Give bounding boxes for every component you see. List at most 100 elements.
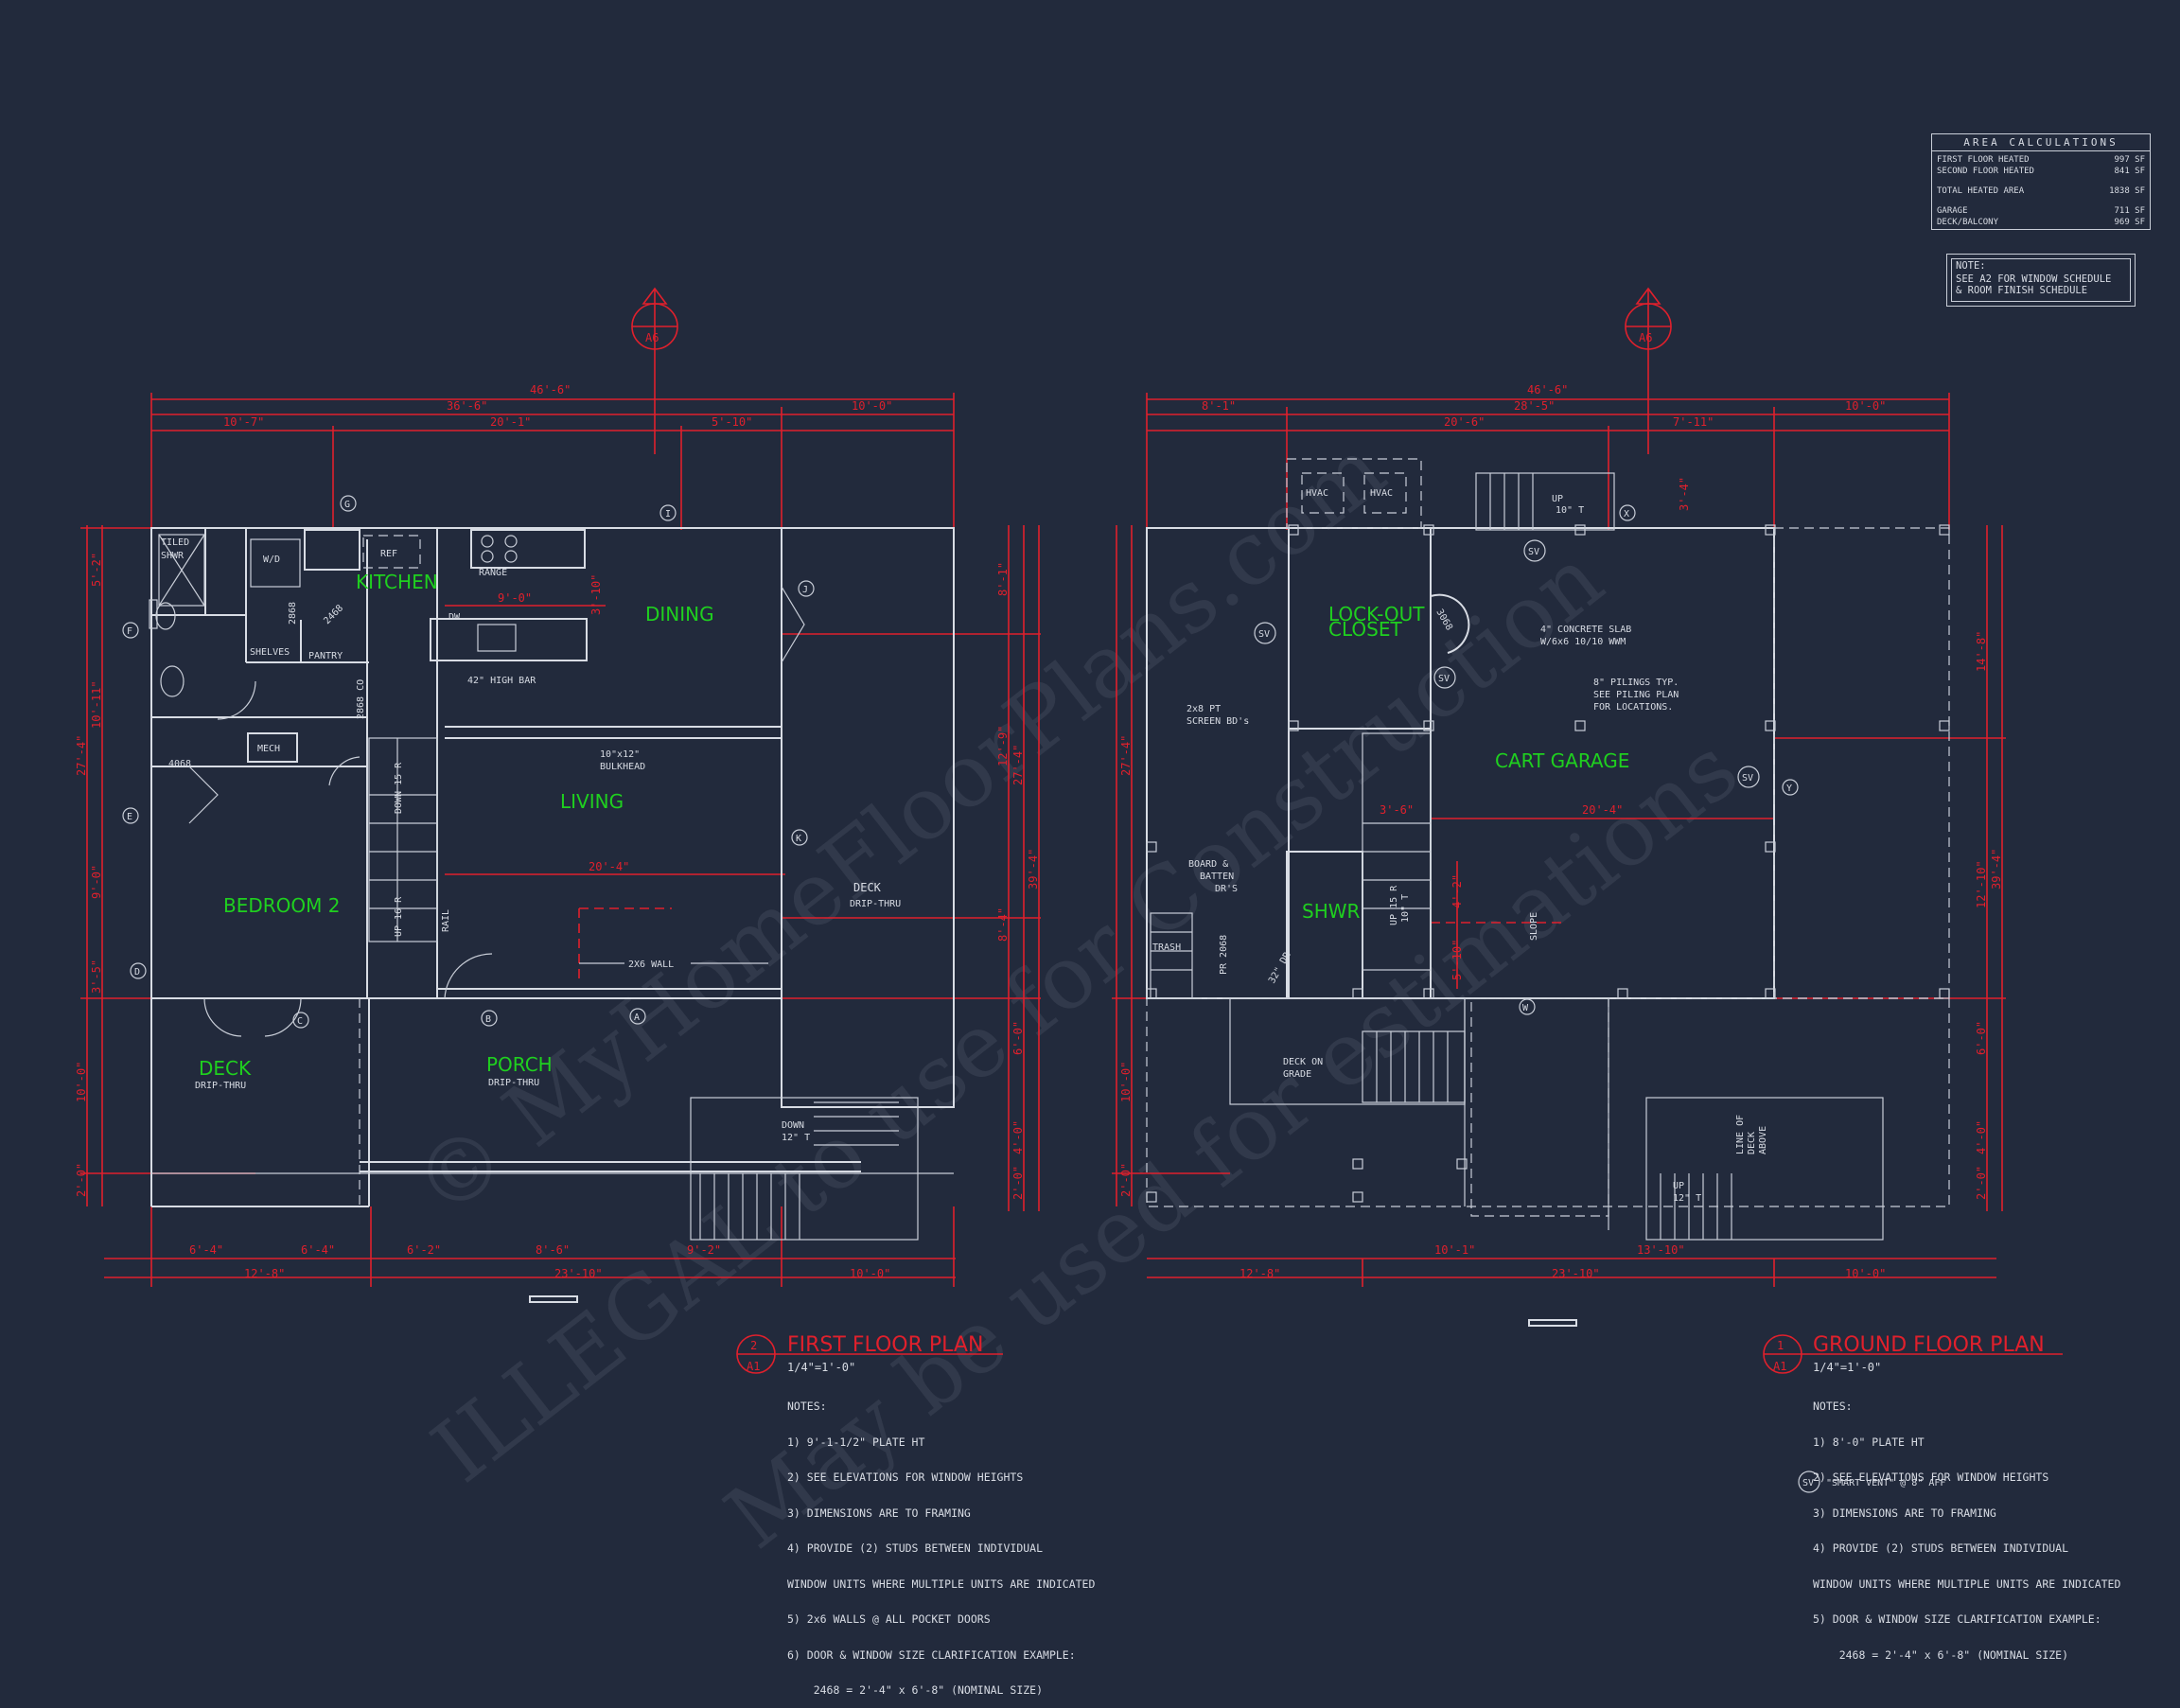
smart-vent-marker: SV bbox=[1258, 629, 1270, 640]
area-row-value: 969 SF bbox=[2114, 218, 2145, 227]
stair-up-label: UP 15 R bbox=[1389, 885, 1399, 925]
dim: 4'-0" bbox=[1975, 1120, 1988, 1154]
drawing-sheet: © MyHomeFloorPlans.com ILLEGAL to use fo… bbox=[75, 133, 2151, 1696]
ground-floor-walls bbox=[1146, 458, 1950, 1327]
door-2468: 2468 bbox=[322, 603, 345, 626]
note-line: 2468 = 2'-4" x 6'-8" (NOMINAL SIZE) bbox=[787, 1683, 1044, 1697]
area-row-label: FIRST FLOOR HEATED bbox=[1937, 155, 2030, 165]
note-line: WINDOW UNITS WHERE MULTIPLE UNITS ARE IN… bbox=[1813, 1576, 2121, 1591]
note-line: 1) 8'-0" PLATE HT bbox=[1813, 1435, 1925, 1449]
tiled-label: TILED bbox=[161, 537, 189, 548]
room-kitchen: KITCHEN bbox=[356, 571, 438, 593]
area-row-value: 997 SF bbox=[2114, 155, 2145, 165]
dim: 39'-4" bbox=[1027, 849, 1040, 889]
drip-thru-label: DRIP-THRU bbox=[195, 1081, 246, 1091]
dim: 6'-4" bbox=[189, 1243, 223, 1257]
note-line: WINDOW UNITS WHERE MULTIPLE UNITS ARE IN… bbox=[787, 1576, 1096, 1591]
porch-stair-treads bbox=[699, 1101, 899, 1240]
marker-label: B bbox=[485, 1014, 491, 1025]
room-shwr: SHWR bbox=[1302, 900, 1361, 923]
screen-note: SCREEN BD's bbox=[1187, 716, 1249, 727]
room-deck-right: DECK bbox=[853, 881, 882, 894]
mech-label: MECH bbox=[257, 744, 280, 754]
piling-note: FOR LOCATIONS. bbox=[1593, 702, 1673, 713]
marker-label: I bbox=[665, 509, 671, 519]
dim: 12'-8" bbox=[244, 1267, 285, 1280]
pantry-label: PANTRY bbox=[308, 651, 343, 661]
area-row-label: TOTAL HEATED AREA bbox=[1937, 186, 2025, 196]
smart-vent-marker: SV bbox=[1438, 674, 1450, 684]
room-deck-left: DECK bbox=[199, 1057, 252, 1080]
marker-label: W bbox=[1522, 1003, 1529, 1013]
dim: 2'-0" bbox=[1011, 1166, 1025, 1200]
note-line: 5) 2x6 WALLS @ ALL POCKET DOORS bbox=[787, 1612, 991, 1626]
ground-floor-notes: NOTES: 1) 8'-0" PLATE HT 2) SEE ELEVATIO… bbox=[1813, 1377, 2120, 1673]
note-line: 4) PROVIDE (2) STUDS BETWEEN INDIVIDUAL bbox=[1813, 1541, 2069, 1555]
dim: 3'-10" bbox=[589, 574, 603, 615]
up-label: UP bbox=[1673, 1181, 1684, 1191]
note-line: 4) PROVIDE (2) STUDS BETWEEN INDIVIDUAL bbox=[787, 1541, 1044, 1555]
up-label: UP bbox=[1552, 494, 1563, 504]
shwr-label: SHWR bbox=[161, 551, 185, 561]
dw-label: DW bbox=[448, 612, 461, 623]
room-bedroom-2: BEDROOM 2 bbox=[223, 894, 340, 917]
piling-note: SEE PILING PLAN bbox=[1593, 690, 1679, 700]
sheet-note-line: NOTE: bbox=[1956, 260, 1986, 272]
batten-note: BOARD & bbox=[1188, 859, 1228, 870]
dim: 3'-6" bbox=[1380, 803, 1414, 817]
tread-label: 12" T bbox=[1673, 1193, 1701, 1204]
screen-note: 2x8 PT bbox=[1187, 704, 1221, 714]
dim: 20'-1" bbox=[490, 415, 531, 429]
plan-title: FIRST FLOOR PLAN bbox=[787, 1333, 983, 1357]
dim: 8'-6" bbox=[536, 1243, 570, 1257]
tread-label: 12" T bbox=[782, 1133, 810, 1143]
dim: 20'-4" bbox=[589, 860, 629, 873]
plan-number: 2 bbox=[750, 1339, 757, 1352]
slab-mesh: W/6x6 10/10 WWM bbox=[1540, 637, 1626, 647]
dim: 8'-1" bbox=[1202, 399, 1236, 413]
marker-label: G bbox=[344, 500, 350, 510]
sheet-note-line: & ROOM FINISH SCHEDULE bbox=[1956, 285, 2088, 296]
dim: 39'-4" bbox=[1990, 849, 2003, 889]
slope-label: SLOPE bbox=[1529, 912, 1539, 941]
smart-vent-legend-symbol: SV bbox=[1802, 1478, 1814, 1488]
down-label: DOWN bbox=[782, 1120, 804, 1131]
dim: 2'-0" bbox=[1975, 1166, 1988, 1200]
note-line: 2) SEE ELEVATIONS FOR WINDOW HEIGHTS bbox=[787, 1470, 1024, 1484]
ground-floor-plan: 46'-6" 8'-1" 28'-5" 10'-0" 20'-6" 7'-11"… bbox=[1112, 383, 2063, 1493]
smart-vent-legend: "SMART VENT" @ 8" AFF bbox=[1826, 1478, 1945, 1488]
plan-scale: 1/4"=1'-0" bbox=[787, 1361, 855, 1374]
area-row-label: DECK/BALCONY bbox=[1937, 218, 1999, 227]
dim: 3'-5" bbox=[90, 960, 103, 994]
dim: 20'-4" bbox=[1582, 803, 1623, 817]
rail-label: RAIL bbox=[441, 909, 451, 932]
batten-note: BATTEN bbox=[1200, 872, 1234, 882]
dim: 3'-4" bbox=[1678, 477, 1691, 511]
note-line: 3) DIMENSIONS ARE TO FRAMING bbox=[1813, 1506, 1996, 1520]
dim: 5'-2" bbox=[90, 553, 103, 587]
smart-vent-marker: SV bbox=[1528, 547, 1539, 557]
piling-note: 8" PILINGS TYP. bbox=[1593, 678, 1679, 688]
dim: 10'-11" bbox=[90, 680, 103, 729]
dim: 2'-0" bbox=[75, 1163, 88, 1197]
dim: 12'-10" bbox=[1975, 860, 1988, 908]
shelves-label: SHELVES bbox=[250, 647, 290, 658]
area-row-value: 711 SF bbox=[2114, 206, 2145, 216]
sheet-note-line: SEE A2 FOR WINDOW SCHEDULE bbox=[1956, 273, 2112, 285]
first-floor-markers: G I J F E D C B A K bbox=[122, 495, 815, 1029]
tread-label: 10" T bbox=[1400, 894, 1411, 923]
dim: 9'-0" bbox=[90, 865, 103, 899]
section-sheet-label: A6 bbox=[645, 331, 659, 344]
dim: 2'-0" bbox=[1119, 1163, 1133, 1197]
room-dining: DINING bbox=[645, 603, 714, 625]
dim: 27'-4" bbox=[1119, 735, 1133, 776]
note-line: 2468 = 2'-4" x 6'-8" (NOMINAL SIZE) bbox=[1813, 1647, 2069, 1662]
section-marker-right: A6 bbox=[1625, 287, 1672, 454]
marker-label: A bbox=[634, 1012, 640, 1023]
note-line: 6) DOOR & WINDOW SIZE CLARIFICATION EXAM… bbox=[787, 1647, 1076, 1662]
dim-overall: 46'-6" bbox=[530, 383, 571, 396]
first-floor-walls bbox=[149, 527, 955, 1303]
note-line: 2) SEE ELEVATIONS FOR WINDOW HEIGHTS bbox=[1813, 1470, 2049, 1484]
marker-label: F bbox=[127, 626, 132, 637]
stair-down-label: DOWN 15 R bbox=[394, 762, 404, 814]
